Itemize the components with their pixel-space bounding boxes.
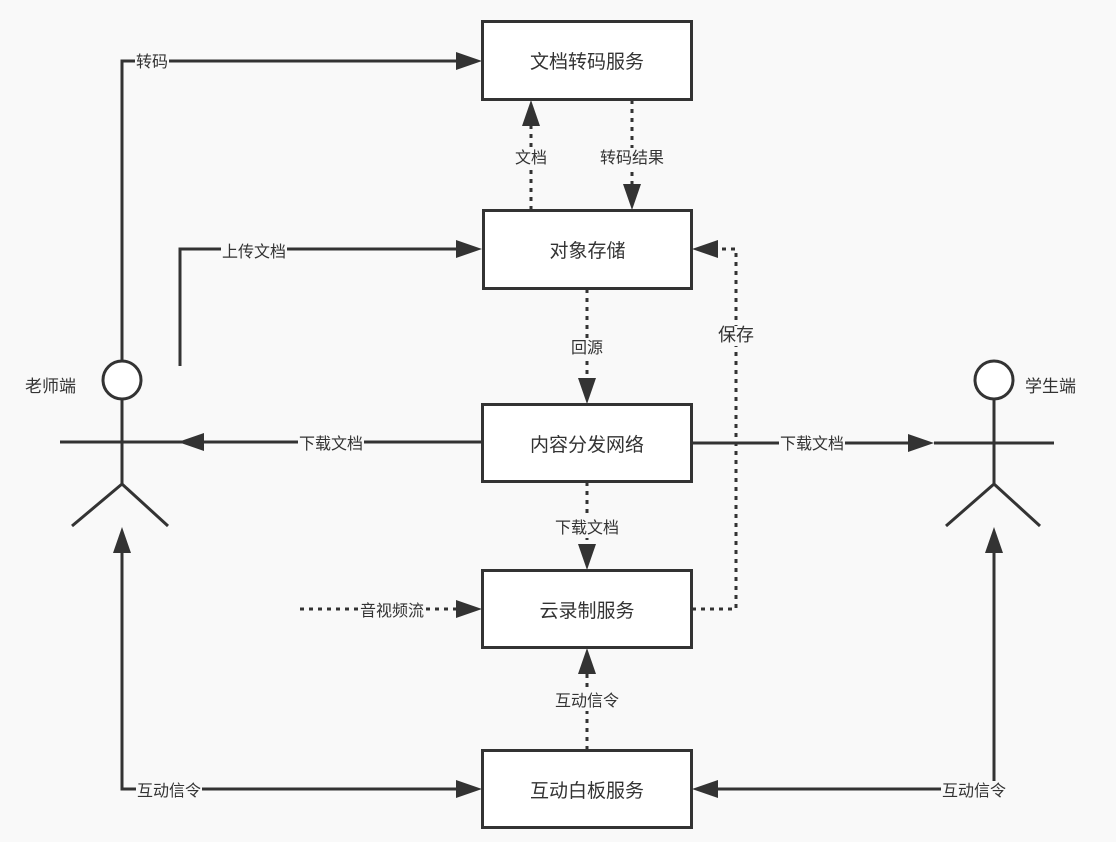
arrowhead-upload	[456, 240, 482, 258]
edge-teacher-signal	[120, 546, 466, 791]
actor-student-label: 学生端	[1025, 377, 1076, 397]
arrowhead-student-whiteboard	[692, 780, 718, 798]
edge-student-signal	[710, 546, 996, 791]
edge-label-teacher-signal: 互动信令	[135, 781, 203, 801]
edge-label-document: 文档	[513, 148, 549, 168]
edge-teacher-transcode	[120, 59, 466, 361]
node-label: 云录制服务	[539, 599, 635, 622]
edge-teacher-upload	[178, 247, 466, 366]
arrowhead-cdn-recording	[578, 544, 596, 570]
arrowhead-back-to-origin	[578, 378, 596, 404]
node-cloud-recording[interactable]: 云录制服务	[481, 569, 693, 649]
edge-label-whiteboard-recording: 互动信令	[553, 691, 621, 711]
arrowhead-student-signal	[985, 527, 1003, 553]
edge-label-cdn-recording: 下载文档	[553, 518, 621, 538]
node-whiteboard-service[interactable]: 互动白板服务	[481, 749, 693, 829]
edge-label-upload: 上传文档	[220, 242, 288, 262]
edge-label-av-stream: 音视频流	[358, 601, 426, 621]
edge-label-save: 保存	[717, 325, 755, 346]
student-leg-right	[992, 482, 1042, 528]
arrowhead-transcode-result	[623, 184, 641, 210]
node-object-storage[interactable]: 对象存储	[482, 209, 693, 290]
edge-label-cdn-teacher: 下载文档	[297, 434, 365, 454]
node-cdn[interactable]: 内容分发网络	[481, 403, 693, 483]
edge-save	[692, 247, 738, 611]
edge-label-transcode-result: 转码结果	[598, 148, 666, 168]
edge-label-student-signal: 互动信令	[940, 781, 1008, 801]
arrowhead-storage-transcode	[522, 100, 540, 126]
edge-label-cdn-student: 下载文档	[778, 434, 846, 454]
node-transcode-service[interactable]: 文档转码服务	[481, 20, 693, 101]
arrowhead-save	[692, 240, 718, 258]
edge-label-back-to-origin: 回源	[569, 338, 605, 358]
node-label: 对象存储	[549, 240, 626, 262]
teacher-leg-right	[120, 482, 170, 528]
arrowhead-teacher-whiteboard	[456, 780, 482, 798]
arrowhead-whiteboard-recording	[578, 648, 596, 674]
teacher-leg-left	[71, 482, 123, 528]
node-label: 内容分发网络	[529, 433, 644, 456]
node-label: 文档转码服务	[529, 51, 644, 73]
arrowhead-cdn-teacher	[178, 433, 204, 451]
edge-label-transcode: 转码	[134, 52, 170, 72]
student-head	[973, 359, 1015, 401]
actor-teacher-label: 老师端	[25, 377, 76, 397]
student-leg-left	[945, 482, 995, 528]
arrowhead-teacher-signal	[113, 527, 131, 553]
node-label: 互动白板服务	[529, 779, 644, 802]
arrowhead-av-stream	[456, 600, 482, 618]
teacher-head	[101, 359, 143, 401]
arrowhead-cdn-student	[908, 434, 934, 452]
arrowhead-transcode	[456, 52, 482, 70]
